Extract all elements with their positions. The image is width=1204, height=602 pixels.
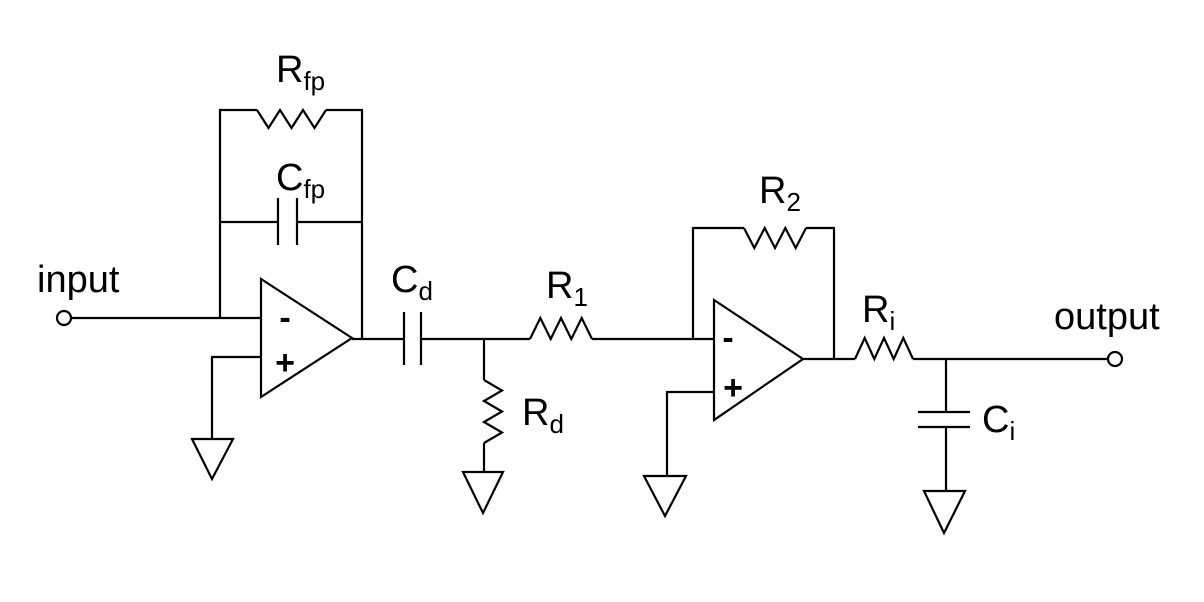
rd-label: Rd	[522, 392, 564, 439]
ground2-icon	[461, 470, 505, 516]
opamp1-symbol	[259, 276, 355, 400]
wire-feedback2-right	[806, 226, 836, 359]
opamp1-inverting-pin-label: -	[279, 299, 290, 337]
output-label: output	[1054, 296, 1160, 338]
capacitor-ci-symbol	[918, 410, 970, 429]
opamp2-inverting-pin-label: -	[722, 319, 733, 357]
cd-label: Cd	[391, 259, 433, 306]
resistor-r2-symbol	[743, 225, 807, 251]
ci-label: Ci	[982, 399, 1015, 446]
input-terminal-icon	[55, 309, 73, 327]
wire-opamp1-noninverting-to-ground	[210, 355, 261, 439]
ground1-icon	[190, 437, 235, 482]
wire-opamp2-noninverting-to-ground	[665, 390, 714, 476]
resistor-rd-symbol	[481, 379, 505, 444]
resistor-ri-symbol	[854, 335, 914, 362]
wire-feedback2-left	[691, 226, 744, 339]
resistor-r1-symbol	[529, 315, 593, 342]
output-terminal-icon	[1106, 350, 1124, 368]
wire-feedback1-right	[326, 108, 364, 339]
r2-label: R2	[759, 170, 801, 217]
opamp1-noninverting-pin-label: +	[275, 344, 295, 382]
input-label: input	[37, 259, 120, 301]
resistor-rfp-symbol	[256, 107, 327, 131]
capacitor-cd-symbol	[402, 312, 423, 365]
cfp-label: Cfp	[276, 157, 325, 204]
ground3-icon	[642, 474, 688, 519]
ri-label: Ri	[862, 289, 895, 336]
r1-label: R1	[546, 265, 588, 312]
opamp2-noninverting-pin-label: +	[723, 369, 743, 407]
rfp-label: Rfp	[276, 49, 325, 96]
ground4-icon	[922, 489, 967, 536]
wire-feedback1-left	[218, 108, 257, 318]
capacitor-cfp-symbol	[276, 198, 299, 245]
opamp2-symbol	[712, 297, 805, 423]
